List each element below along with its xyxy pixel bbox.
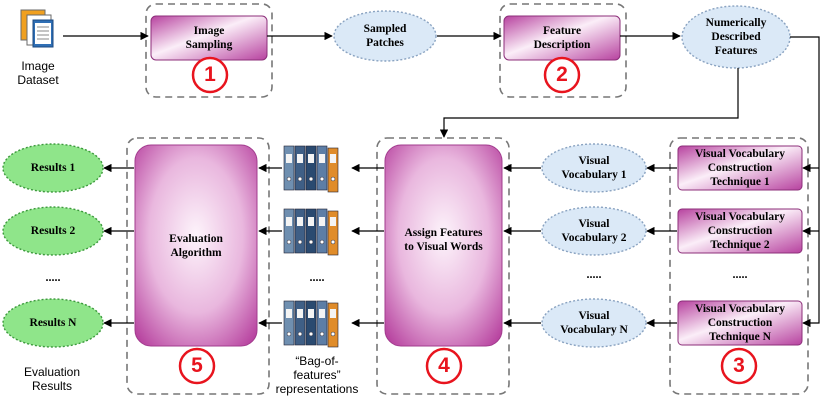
step-5-frame — [126, 137, 270, 395]
vocab-technique-2-box — [677, 208, 803, 254]
step-4-number: 4 — [438, 354, 450, 377]
bag-ellipsis: ..... — [309, 270, 325, 284]
step-4-frame — [376, 137, 510, 395]
evaluation-algorithm-box — [134, 144, 258, 347]
binders-icon — [283, 208, 339, 256]
vocabulary-2-ellipse — [541, 206, 647, 256]
vocab-technique-1-box — [677, 145, 803, 191]
assign-features-label: Assign Features to Visual Words — [404, 227, 483, 253]
step-2-number: 2 — [556, 63, 568, 86]
step-3-circle — [720, 347, 758, 385]
step-5-circle — [178, 347, 216, 385]
feature-description-label: Feature Description — [533, 25, 591, 51]
vocab-technique-n-box — [677, 300, 803, 346]
step-2-circle — [543, 56, 581, 94]
vocab-technique-2-label: Visual Vocabulary Construction Technique… — [694, 211, 785, 251]
results-n-ellipse — [2, 298, 104, 348]
vocabulary-1-label: Visual Vocabulary 1 — [561, 155, 627, 181]
results-1-ellipse — [2, 143, 104, 193]
image-sampling-label: Image Sampling — [185, 25, 233, 51]
step-1-number: 1 — [204, 63, 216, 86]
results-2-label: Results 2 — [30, 225, 76, 237]
image-dataset-label: Image Dataset — [17, 59, 59, 87]
results-1-label: Results 1 — [30, 162, 76, 174]
vocab-technique-1-label: Visual Vocabulary Construction Technique… — [694, 148, 785, 188]
results-ellipsis: ..... — [45, 270, 61, 284]
sampled-patches-label: Sampled Patches — [363, 23, 407, 49]
vocabulary-2-label: Visual Vocabulary 2 — [561, 218, 627, 244]
step-3-frame — [669, 137, 809, 395]
step-5-number: 5 — [191, 354, 203, 377]
bag-of-features-label: “Bag-of- features” representations — [275, 354, 359, 396]
step-2-frame — [499, 3, 627, 98]
evaluation-results-label: Evaluation Results — [23, 365, 81, 393]
vocabulary-n-label: Visual Vocabulary N — [560, 310, 628, 336]
step-3-number: 3 — [733, 354, 745, 377]
step-1-frame — [145, 3, 273, 98]
vocabulary-n-ellipse — [541, 298, 647, 348]
assign-features-box — [384, 144, 503, 347]
binders-icon — [283, 300, 339, 348]
sampled-patches-ellipse — [333, 10, 437, 62]
results-2-ellipse — [2, 206, 104, 256]
vocabulary-1-ellipse — [541, 143, 647, 193]
technique-ellipsis: ..... — [732, 267, 748, 281]
step-1-circle — [191, 56, 229, 94]
results-n-label: Results N — [29, 317, 77, 329]
evaluation-algorithm-label: Evaluation Algorithm — [169, 233, 223, 259]
binders-icon — [283, 145, 339, 193]
vocabulary-ellipsis: ..... — [586, 267, 602, 281]
step-4-circle — [425, 347, 463, 385]
numerically-described-features-label: Numerically Described Features — [705, 17, 767, 57]
document-stack-icon — [20, 9, 54, 48]
vocab-technique-n-label: Visual Vocabulary Construction Technique… — [694, 303, 785, 343]
